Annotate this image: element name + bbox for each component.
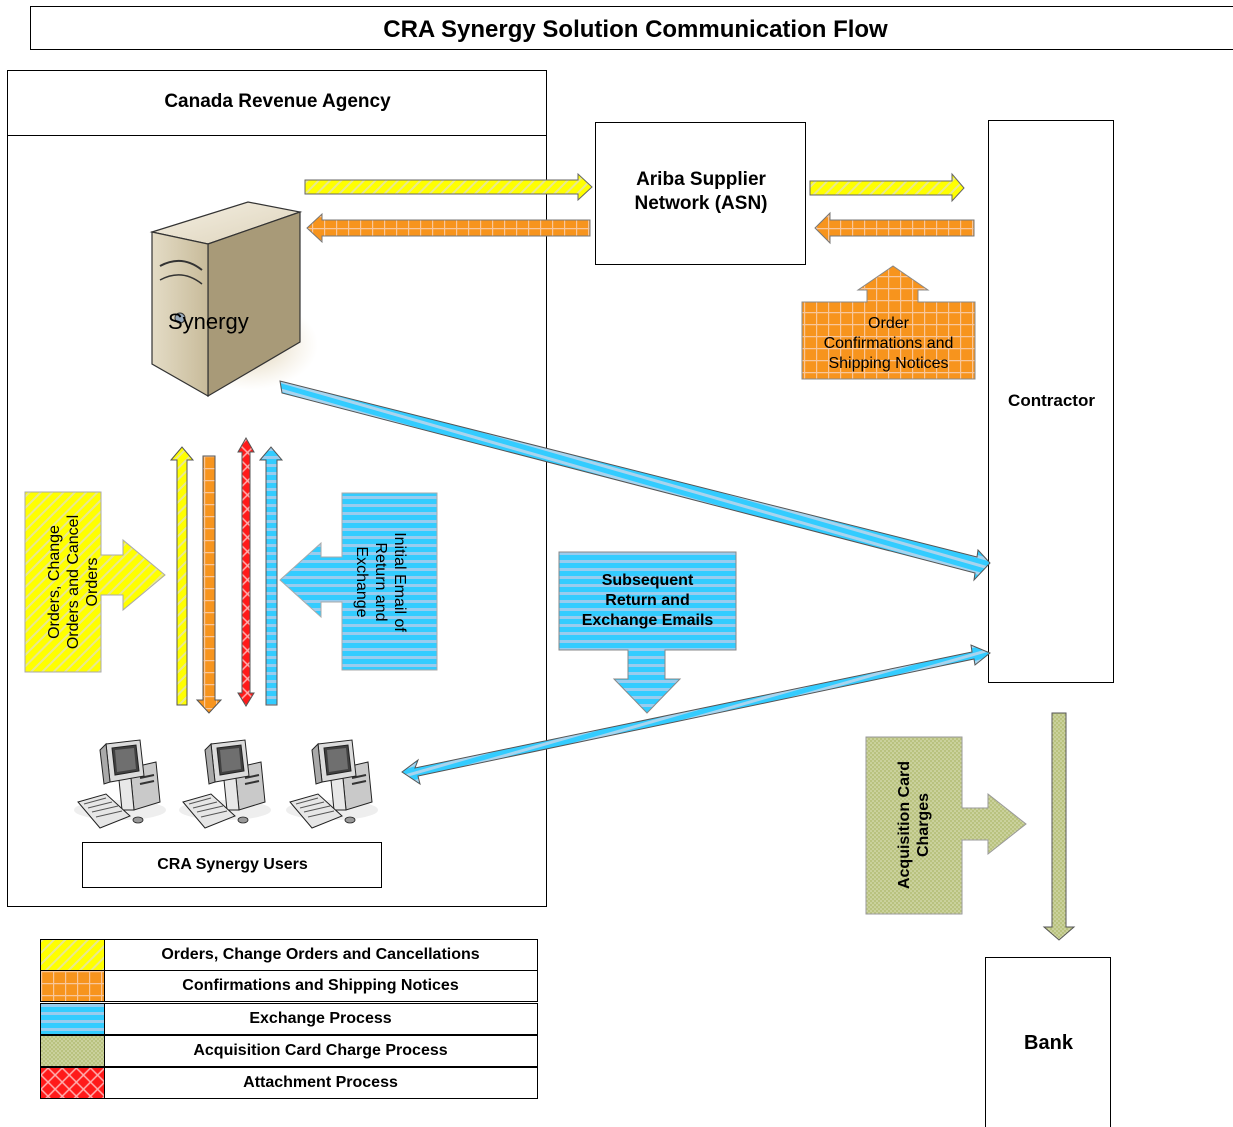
order-confirmations-callout: Order Confirmations and Shipping Notices	[802, 314, 975, 374]
diagram-title-text: CRA Synergy Solution Communication Flow	[383, 16, 888, 43]
orders-change-callout: Orders, Change Orders and Cancel Orders	[45, 492, 102, 672]
legend-row: Acquisition Card Charge Process	[40, 1035, 538, 1067]
legend-label: Acquisition Card Charge Process	[193, 1042, 448, 1059]
initial-email-line2: Return and	[372, 542, 389, 622]
initial-email-callout: Initial Email of Return and Exchange	[352, 492, 409, 672]
synergy-label: Synergy	[168, 309, 249, 334]
legend-label: Exchange Process	[249, 1010, 392, 1027]
orders-change-line3: Orders	[84, 557, 101, 607]
initial-email-line1: Initial Email of	[391, 532, 408, 632]
legend-row: Attachment Process	[40, 1067, 538, 1099]
legend-swatch-orange	[41, 971, 105, 1001]
acquisition-card-line2: Charges	[915, 792, 932, 858]
diagram-title: CRA Synergy Solution Communication Flow	[30, 6, 1233, 50]
legend-row: Orders, Change Orders and Cancellations	[40, 939, 538, 971]
order-confirmations-line1: Order	[868, 315, 909, 332]
subsequent-line3: Exchange Emails	[581, 612, 714, 629]
initial-email-line3: Exchange	[353, 546, 370, 618]
order-confirmations-line2: Confirmations and	[823, 335, 954, 352]
asn-label: Ariba Supplier Network (ASN)	[596, 168, 806, 216]
legend-swatch-yellow	[41, 940, 105, 970]
users-label: CRA Synergy Users	[157, 856, 308, 873]
acquisition-card-callout: Acquisition Card Charges	[895, 735, 933, 915]
asn-label-line2: Network (ASN)	[634, 193, 768, 214]
bank-label: Bank	[1024, 1032, 1073, 1054]
contractor-label: Contractor	[1008, 391, 1095, 410]
cra-label: Canada Revenue Agency	[164, 91, 391, 112]
server-icon	[149, 201, 318, 398]
legend-swatch-red	[41, 1068, 105, 1098]
legend-label: Attachment Process	[243, 1074, 398, 1091]
orders-change-line2: Orders and Cancel	[65, 514, 82, 650]
legend-swatch-green	[41, 1036, 105, 1066]
legend-swatch-blue	[41, 1004, 105, 1034]
subsequent-emails-callout: Subsequent Return and Exchange Emails	[559, 571, 736, 631]
legend-label: Orders, Change Orders and Cancellations	[161, 946, 480, 963]
legend-row: Exchange Process	[40, 1003, 538, 1035]
legend-label: Confirmations and Shipping Notices	[182, 977, 459, 994]
subsequent-line1: Subsequent	[601, 572, 694, 589]
legend-row: Confirmations and Shipping Notices	[40, 970, 538, 1002]
order-confirmations-line3: Shipping Notices	[828, 355, 949, 372]
orders-change-line1: Orders, Change	[46, 525, 63, 639]
acquisition-card-line1: Acquisition Card	[896, 761, 913, 890]
asn-label-line1: Ariba Supplier	[636, 169, 766, 190]
subsequent-line2: Return and	[605, 592, 690, 609]
